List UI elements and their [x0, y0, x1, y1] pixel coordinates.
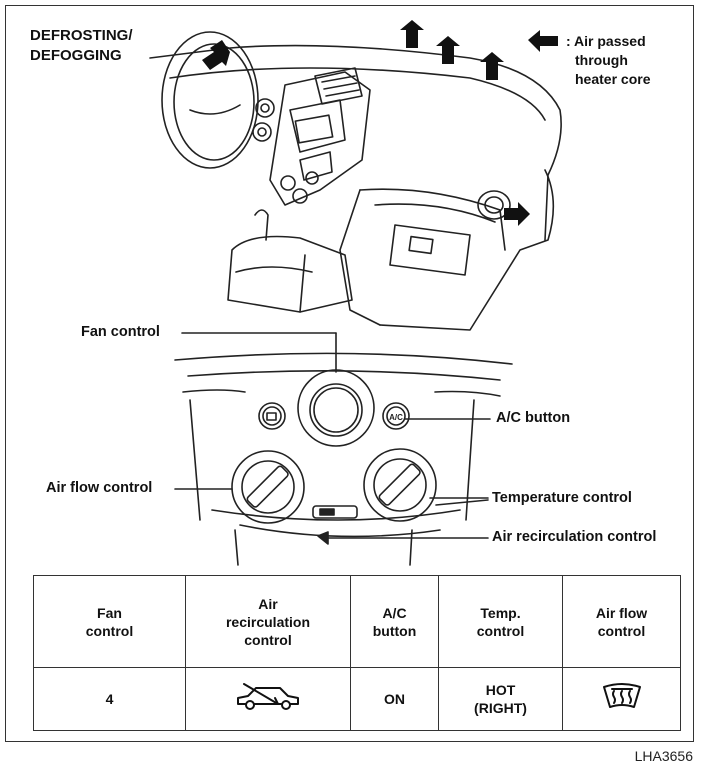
header-text: control — [476, 622, 525, 639]
air-recirculation-control-label: Air recirculation control — [492, 529, 657, 545]
mode-title-line2: DEFOGGING — [30, 47, 122, 64]
value-airflow — [562, 667, 681, 731]
arrow-icon — [504, 202, 530, 226]
temperature-control-label: Temperature control — [492, 490, 632, 506]
arrow-icon — [202, 40, 230, 70]
header-text: Air flow — [595, 604, 648, 621]
ac-button-label: A/C button — [496, 410, 571, 426]
legend-line1: : Air passed — [566, 33, 646, 49]
header-text: control — [244, 631, 292, 648]
legend-line2: through — [575, 52, 628, 68]
arrow-icon — [436, 36, 460, 64]
value-temp: HOT (RIGHT) — [438, 667, 563, 731]
legend-arrow-icon — [528, 30, 558, 52]
dashboard-drawing — [149, 31, 562, 331]
header-text: control — [597, 622, 646, 639]
header-text: control — [85, 622, 134, 639]
windshield-defrost-icon — [602, 683, 641, 708]
air-flow-control-label: Air flow control — [46, 480, 153, 496]
value-text: (RIGHT) — [474, 700, 527, 716]
arrow-legend: : Air passed through heater core — [566, 32, 650, 89]
arrow-icon — [400, 20, 424, 48]
value-ac: ON — [350, 667, 439, 731]
recirculation-off-car-icon — [237, 683, 299, 710]
mode-title-line1: DEFROSTING/ — [30, 27, 133, 44]
header-text: recirculation — [225, 613, 311, 630]
legend-line3: heater core — [575, 71, 651, 87]
control-panel-drawing — [174, 332, 513, 566]
settings-header-row: Fan control Air recirculation control A/… — [33, 575, 681, 668]
header-fan-control: Fan control — [33, 575, 186, 668]
value-recirculation — [185, 667, 351, 731]
header-text: Air — [258, 595, 278, 612]
header-text: button — [372, 622, 417, 639]
airflow-arrows — [202, 20, 558, 226]
header-air-flow-control: Air flow control — [562, 575, 681, 668]
value-fan-speed: 4 — [33, 667, 186, 731]
header-air-recirculation: Air recirculation control — [185, 575, 351, 668]
mode-title: DEFROSTING/ DEFOGGING — [30, 26, 133, 66]
ac-knob-text: A/C — [389, 413, 403, 422]
figure-frame — [5, 5, 694, 742]
header-text: A/C — [382, 604, 407, 621]
figure-code: LHA3656 — [634, 748, 693, 764]
fan-control-label: Fan control — [81, 324, 160, 340]
header-text: Temp. — [480, 604, 521, 621]
arrow-icon — [480, 52, 504, 80]
header-text: Fan — [97, 604, 122, 621]
header-temp-control: Temp. control — [438, 575, 563, 668]
settings-value-row: 4 ON HOT (RIGHT) — [33, 667, 681, 731]
settings-table: Fan control Air recirculation control A/… — [33, 575, 681, 731]
value-text: HOT — [485, 682, 516, 698]
header-ac-button: A/C button — [350, 575, 439, 668]
